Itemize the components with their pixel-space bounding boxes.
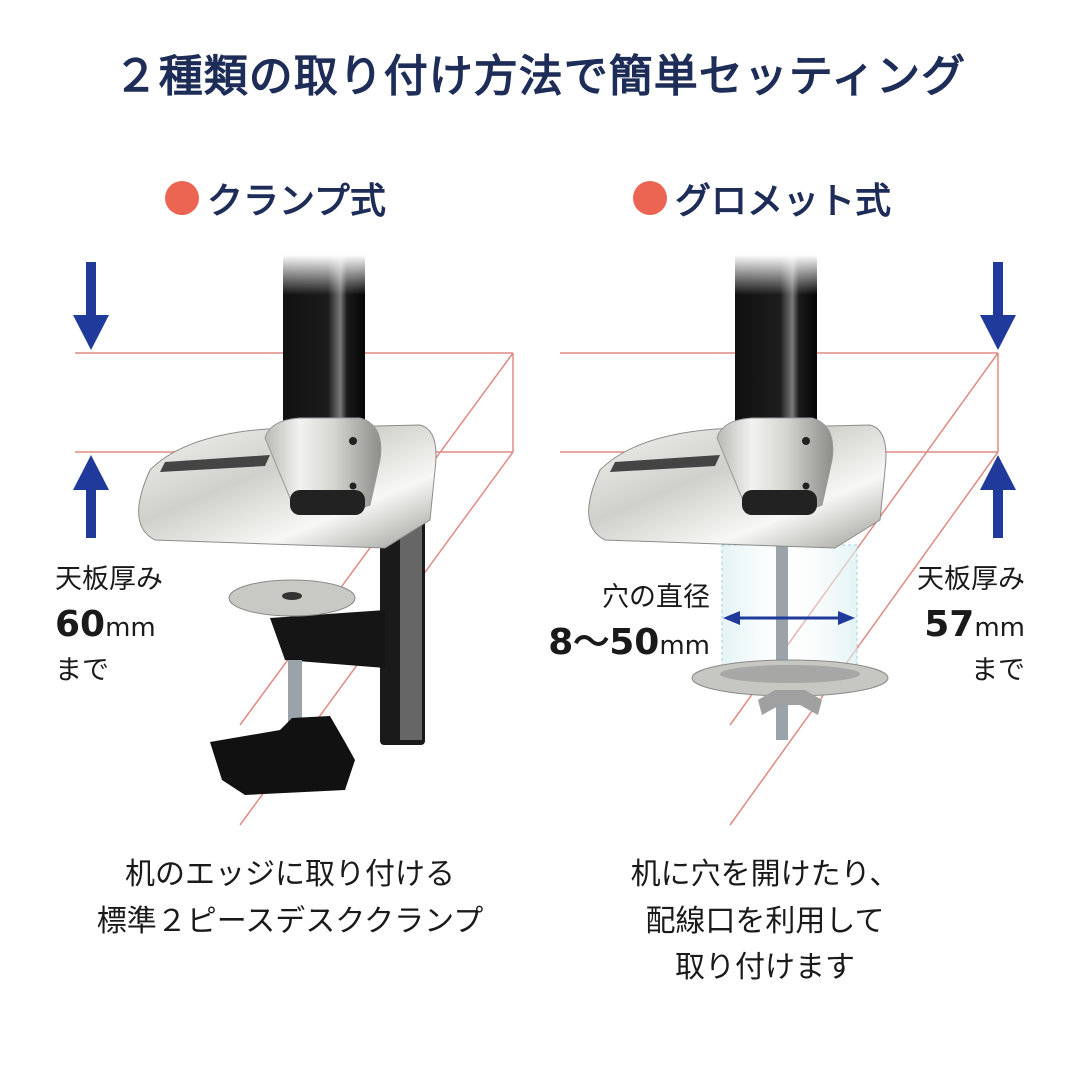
thickness-label-text: 天板厚み — [55, 564, 163, 595]
down-arrow-icon — [73, 262, 109, 350]
thickness-suffix: まで — [971, 655, 1025, 687]
caption-line: 標準２ピースデスククランプ — [96, 903, 484, 939]
hole-unit: mm — [659, 631, 710, 662]
grommet-caption: 机に穴を開けたり、 配線口を利用して 取り付けます — [565, 852, 965, 992]
thickness-unit: mm — [974, 613, 1025, 644]
hole-value: 8〜50 — [548, 622, 660, 664]
thickness-suffix: まで — [55, 655, 109, 687]
clamp-heading-text: クランプ式 — [207, 181, 386, 222]
page-title: ２種類の取り付け方法で簡単セッティング — [113, 51, 967, 102]
grommet-illustration — [560, 255, 1016, 826]
caption-line: 机に穴を開けたり、 — [630, 857, 900, 892]
grommet-heading: グロメット式 — [633, 172, 891, 224]
clamp-caption: 机のエッジに取り付ける 標準２ピースデスククランプ — [40, 852, 540, 945]
down-arrow-icon — [980, 262, 1016, 350]
up-arrow-icon — [980, 455, 1016, 538]
thickness-value: 57 — [924, 604, 975, 646]
hole-diameter-label: 穴の直径 8〜50mm — [530, 578, 710, 669]
grommet-heading-text: グロメット式 — [675, 181, 892, 222]
clamp-illustration — [73, 255, 514, 826]
bullet-dot-icon — [165, 181, 199, 215]
grommet-thickness-label: 天板厚み 57mm まで — [880, 560, 1025, 690]
caption-line: 取り付けます — [675, 950, 855, 985]
thickness-unit: mm — [105, 613, 156, 644]
caption-line: 配線口を利用して — [645, 903, 885, 939]
up-arrow-icon — [73, 455, 109, 538]
double-arrow-icon — [723, 611, 855, 625]
thickness-value: 60 — [55, 604, 106, 646]
bullet-dot-icon — [633, 181, 667, 215]
clamp-heading: クランプ式 — [165, 172, 386, 224]
caption-line: 机のエッジに取り付ける — [125, 857, 455, 892]
hole-label-text: 穴の直径 — [602, 582, 710, 613]
thickness-label-text: 天板厚み — [917, 564, 1025, 595]
clamp-thickness-label: 天板厚み 60mm まで — [55, 560, 163, 690]
